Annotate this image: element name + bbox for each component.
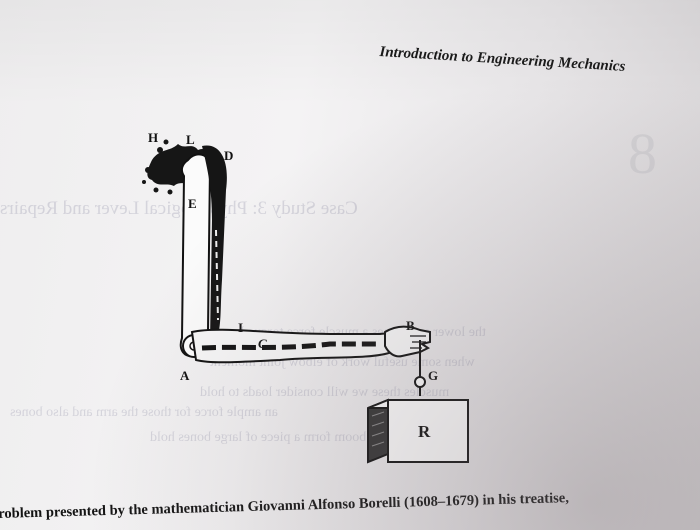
label-B: B [406,318,415,333]
weight-block-side [367,398,389,464]
muscle-stripe [215,229,219,321]
label-A: A [180,368,190,383]
arm-lever-figure: H L D E I C B G A R [130,120,630,480]
humerus-bone [179,153,212,358]
running-header: Introduction to Engineering Mechanics [379,44,626,76]
label-I: I [238,320,244,335]
arm-lever-illustration [142,139,469,464]
label-G: G [428,368,439,383]
label-R: R [418,422,431,441]
label-L: L [186,132,195,147]
label-D: D [224,148,234,163]
label-H: H [148,130,159,145]
ring-G [414,376,426,388]
upper-arm-muscle [202,145,227,342]
body-text-line: roblem presented by the mathematician Gi… [0,490,570,522]
label-C: C [258,336,267,351]
weight-block-front [387,399,469,463]
label-E: E [188,196,197,211]
bleed-through-chapter-number: 8 [628,121,657,186]
hand [384,325,431,358]
forearm-muscle [201,341,380,351]
